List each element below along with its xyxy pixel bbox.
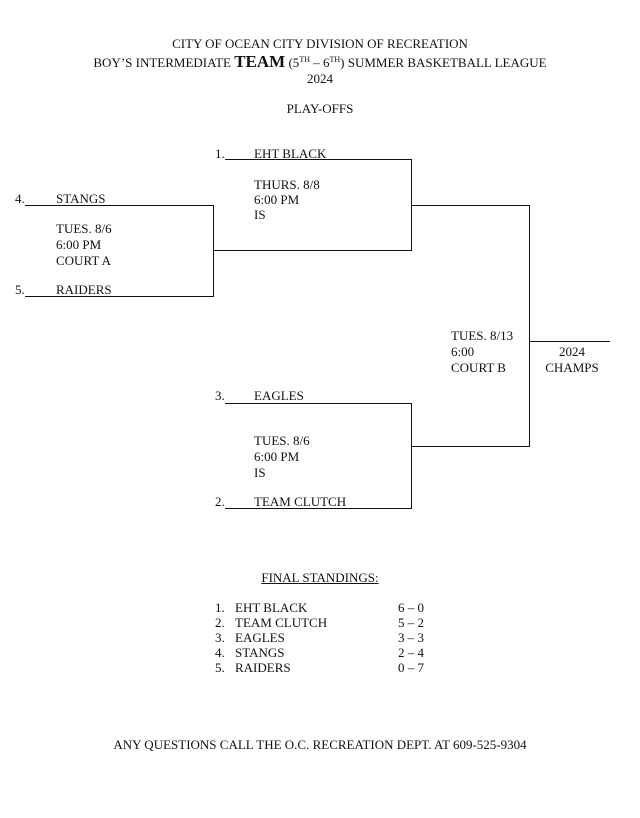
standings-team: RAIDERS (235, 660, 291, 675)
footer-contact: ANY QUESTIONS CALL THE O.C. RECREATION D… (113, 737, 527, 752)
seed2-team: TEAM CLUTCH (254, 494, 347, 509)
champs-text: CHAMPS (545, 360, 599, 375)
seed2-number: 2. (215, 494, 225, 509)
playoffs-title: PLAY-OFFS (286, 101, 354, 116)
header-sup-2: TH (329, 55, 341, 64)
header-paren-open: (5 (285, 55, 300, 70)
game1-location: IS (254, 207, 266, 222)
standings-row: 2. TEAM CLUTCH 5 – 2 (215, 615, 455, 630)
header-dash: – 6 (309, 55, 330, 70)
standings-record: 5 – 2 (398, 615, 424, 630)
seed1-team: EHT BLACK (254, 146, 327, 161)
bracket-vline-game2 (411, 403, 412, 508)
game0-location: COURT A (56, 253, 111, 268)
seed3-number: 3. (215, 388, 225, 403)
bracket-line-champion (529, 341, 610, 342)
standings-row: 3. EAGLES 3 – 3 (215, 630, 455, 645)
standings-record: 0 – 7 (398, 660, 424, 675)
game1-date: THURS. 8/8 (254, 177, 320, 192)
bracket-line-winner-4-5 (213, 250, 412, 251)
bracket-line-seed5 (25, 296, 214, 297)
bracket-vline-final (529, 205, 530, 447)
standings-rank: 5. (215, 660, 225, 675)
header-line-2-post: ) SUMMER BASKETBALL LEAGUE (340, 55, 547, 70)
standings-team: STANGS (235, 645, 285, 660)
seed4-number: 4. (15, 191, 25, 206)
bracket-line-seed4 (25, 205, 214, 206)
seed4-team: STANGS (56, 191, 106, 206)
seed5-number: 5. (15, 282, 25, 297)
final-location: COURT B (451, 360, 506, 375)
header-team-word: TEAM (234, 52, 286, 71)
bracket-line-semifinal-top (411, 205, 530, 206)
standings-record: 2 – 4 (398, 645, 424, 660)
bracket-line-seed1 (225, 159, 412, 160)
standings-row: 5. RAIDERS 0 – 7 (215, 660, 455, 675)
header-sup-1: TH (299, 55, 310, 64)
final-info: TUES. 8/13 6:00 COURT B (451, 328, 513, 376)
standings-rank: 3. (215, 630, 225, 645)
standings-rank: 1. (215, 600, 225, 615)
champs-label: 2024 CHAMPS (544, 344, 600, 376)
seed1-number: 1. (215, 146, 225, 161)
standings-record: 3 – 3 (398, 630, 424, 645)
seed3-team: EAGLES (254, 388, 304, 403)
header-line-1: CITY OF OCEAN CITY DIVISION OF RECREATIO… (172, 36, 468, 51)
standings-row: 1. EHT BLACK 6 – 0 (215, 600, 455, 615)
standings-row: 4. STANGS 2 – 4 (215, 645, 455, 660)
game2-time: 6:00 PM (254, 449, 300, 464)
bracket-vline-game1 (411, 159, 412, 250)
game0-date: TUES. 8/6 (56, 221, 112, 236)
game0-info: TUES. 8/6 6:00 PM COURT A (56, 221, 112, 269)
game2-location: IS (254, 465, 266, 480)
standings-team: TEAM CLUTCH (235, 615, 328, 630)
header-year: 2024 (307, 71, 333, 86)
bracket-line-seed3 (225, 403, 412, 404)
standings-title: FINAL STANDINGS: (261, 570, 379, 585)
standings-team: EHT BLACK (235, 600, 308, 615)
game1-info: THURS. 8/8 6:00 PM IS (254, 177, 320, 222)
standings-record: 6 – 0 (398, 600, 424, 615)
standings-rank: 4. (215, 645, 225, 660)
standings-team: EAGLES (235, 630, 285, 645)
header-line-2-pre: BOY’S INTERMEDIATE (93, 55, 235, 70)
game2-info: TUES. 8/6 6:00 PM IS (254, 433, 310, 481)
champs-year: 2024 (559, 344, 585, 359)
bracket-line-seed2 (225, 508, 412, 509)
standings-rank: 2. (215, 615, 225, 630)
game2-date: TUES. 8/6 (254, 433, 310, 448)
bracket-line-semifinal-bottom (411, 446, 530, 447)
game0-time: 6:00 PM (56, 237, 102, 252)
game1-time: 6:00 PM (254, 192, 300, 207)
seed5-team: RAIDERS (56, 282, 112, 297)
final-time: 6:00 (451, 344, 475, 359)
final-date: TUES. 8/13 (451, 328, 514, 343)
bracket-vline-game0 (213, 205, 214, 296)
header-line-2: BOY’S INTERMEDIATE TEAM (5TH – 6TH) SUMM… (0, 52, 640, 72)
